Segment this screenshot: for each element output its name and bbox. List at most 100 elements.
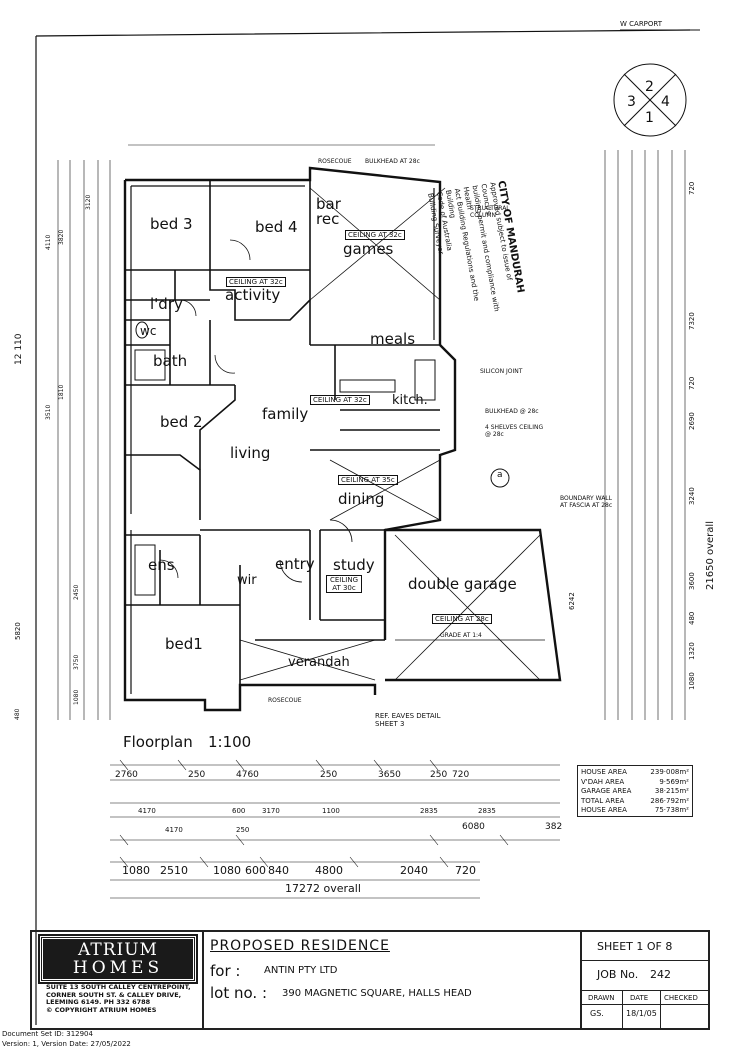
right-dim-2: 720 <box>688 376 696 390</box>
left-dim-1: 1080 <box>73 689 80 705</box>
compass-circle <box>613 63 687 137</box>
version-info: Version: 1, Version Date: 27/05/2022 <box>2 1040 131 1048</box>
left-dim-6: 3820 <box>58 229 65 245</box>
left-dim-0: 480 <box>14 708 21 720</box>
area-label: GARAGE AREA <box>581 787 632 795</box>
area-label: V'DAH AREA <box>581 777 625 786</box>
area-value: 286·792m² <box>650 796 689 805</box>
area-value: 38·215m² <box>654 787 689 795</box>
note-shelves: 4 SHELVES CEILING @ 28c <box>485 424 544 438</box>
right-dim-0: 720 <box>688 181 696 195</box>
logo-line1: ATRIUM <box>78 940 158 960</box>
area-row: GARAGE AREA 38·215m² <box>581 787 689 797</box>
for-label: for : <box>210 962 241 980</box>
room-bar: bar <box>316 195 341 213</box>
dim-row4-7: 720 <box>455 864 476 877</box>
compass-east: 4 <box>661 94 670 110</box>
area-row: HOUSE AREA 75·738m² <box>581 806 689 816</box>
right-dim-6: 480 <box>688 611 696 625</box>
dim-row4-5: 4800 <box>315 864 343 877</box>
room-bed1: bed1 <box>165 635 203 653</box>
drawn-value: GS. <box>590 1009 604 1018</box>
address-line2: CORNER SOUTH ST. & CALLEY DRIVE, <box>46 990 182 999</box>
area-row: V'DAH AREA 9·569m² <box>581 778 689 788</box>
ceiling-garage: CEILING AT 28c <box>432 614 492 624</box>
room-bed4: bed 4 <box>255 218 298 236</box>
ceiling-games: CEILING AT 32c <box>345 230 405 240</box>
room-entry: entry <box>275 555 315 573</box>
note-ref-eaves: REF. EAVES DETAIL SHEET 3 <box>375 712 441 728</box>
date-label: DATE <box>630 994 649 1002</box>
room-dining: dining <box>338 490 385 508</box>
room-bed3: bed 3 <box>150 215 193 233</box>
note-eaves-line: ROSECOUE <box>268 697 302 704</box>
dim-row1-3: 250 <box>320 770 338 780</box>
left-dim-9: 1810 <box>58 384 65 400</box>
room-bath: bath <box>153 352 188 370</box>
ceiling-family: CEILING AT 32c <box>310 395 370 405</box>
compass-south: 1 <box>645 110 654 126</box>
dim-row1-5: 250 <box>430 770 448 780</box>
room-activity: activity <box>225 286 281 304</box>
dim-row1-1: 250 <box>188 770 206 780</box>
dim-row4-3: 600 <box>245 864 266 877</box>
room-bed2: bed 2 <box>160 413 203 431</box>
right-dim-8: 1080 <box>688 672 696 690</box>
room-meals: meals <box>370 330 416 348</box>
left-dim-5: 4110 <box>45 234 52 250</box>
drawn-label: DRAWN <box>588 994 615 1002</box>
marker-a-label: a <box>497 470 503 480</box>
marker-circle-a <box>490 468 510 488</box>
header-note: W CARPORT <box>620 20 663 28</box>
atrium-homes-logo: ATRIUM HOMES <box>38 934 198 984</box>
compass-west: 3 <box>627 94 636 110</box>
dim-row2-0: 4170 <box>138 807 156 815</box>
area-value: 75·738m² <box>654 806 689 814</box>
note-silicon-joint: SILICON JOINT <box>480 368 523 375</box>
for-value: ANTIN PTY LTD <box>264 965 338 976</box>
scale-label: 1:100 <box>208 733 252 751</box>
overall-width-dim: 17272 overall <box>285 882 361 895</box>
checked-label: CHECKED <box>664 994 698 1002</box>
left-dim-3: 2450 <box>73 584 80 600</box>
room-games: games <box>343 240 394 258</box>
copyright-text: © COPYRIGHT ATRIUM HOMES <box>46 1005 157 1014</box>
dim-row1-0: 2760 <box>115 770 138 780</box>
address-line3: LEEMING 6149. PH 332 6788 <box>46 998 151 1006</box>
dim-row2-5: 2835 <box>478 807 496 815</box>
dim-row3-3: 382 <box>545 822 563 832</box>
ceiling-study: CEILING AT 30c <box>326 575 362 593</box>
note-bulkhead-2: BULKHEAD @ 28c <box>485 408 539 415</box>
room-wir: wir <box>237 573 257 588</box>
room-living: living <box>230 444 271 462</box>
ceiling-activity: CEILING AT 32c <box>226 277 286 287</box>
room-laundry: l'dry <box>150 295 183 313</box>
dim-row3-1: 250 <box>236 826 250 834</box>
company-address: SUITE 13 SOUTH CALLEY CENTREPOINT, CORNE… <box>46 983 191 1014</box>
area-label: HOUSE AREA <box>581 806 627 814</box>
interior-walls <box>125 180 440 685</box>
right-dim-3: 2690 <box>688 412 696 430</box>
dim-row4-2: 1080 <box>213 864 241 877</box>
note-boundary-wall: BOUNDARY WALL AT FASCIA AT 28c <box>560 495 613 509</box>
room-family: family <box>262 405 309 423</box>
floorplan-label: Floorplan <box>123 733 193 751</box>
dim-row3-2: 6080 <box>462 822 485 832</box>
room-wc: wc <box>140 324 157 338</box>
area-value: 9·569m² <box>659 777 689 786</box>
address-line1: SUITE 13 SOUTH CALLEY CENTREPOINT, <box>46 983 191 991</box>
dim-row3-0: 4170 <box>165 826 183 834</box>
note-grade: GRADE AT 1:4 <box>440 632 482 639</box>
document-set-id: Document Set ID: 312904 <box>2 1030 93 1038</box>
right-dim-5: 3600 <box>688 572 696 590</box>
dim-row4-1: 2510 <box>160 864 188 877</box>
dim-row4-4: 840 <box>268 864 289 877</box>
note-structural-column: STRUCTURAL COLUMN <box>470 205 510 219</box>
dim-row4-0: 1080 <box>122 864 150 877</box>
dim-row1-4: 3650 <box>378 770 401 780</box>
left-dim-7: 3120 <box>85 194 92 210</box>
